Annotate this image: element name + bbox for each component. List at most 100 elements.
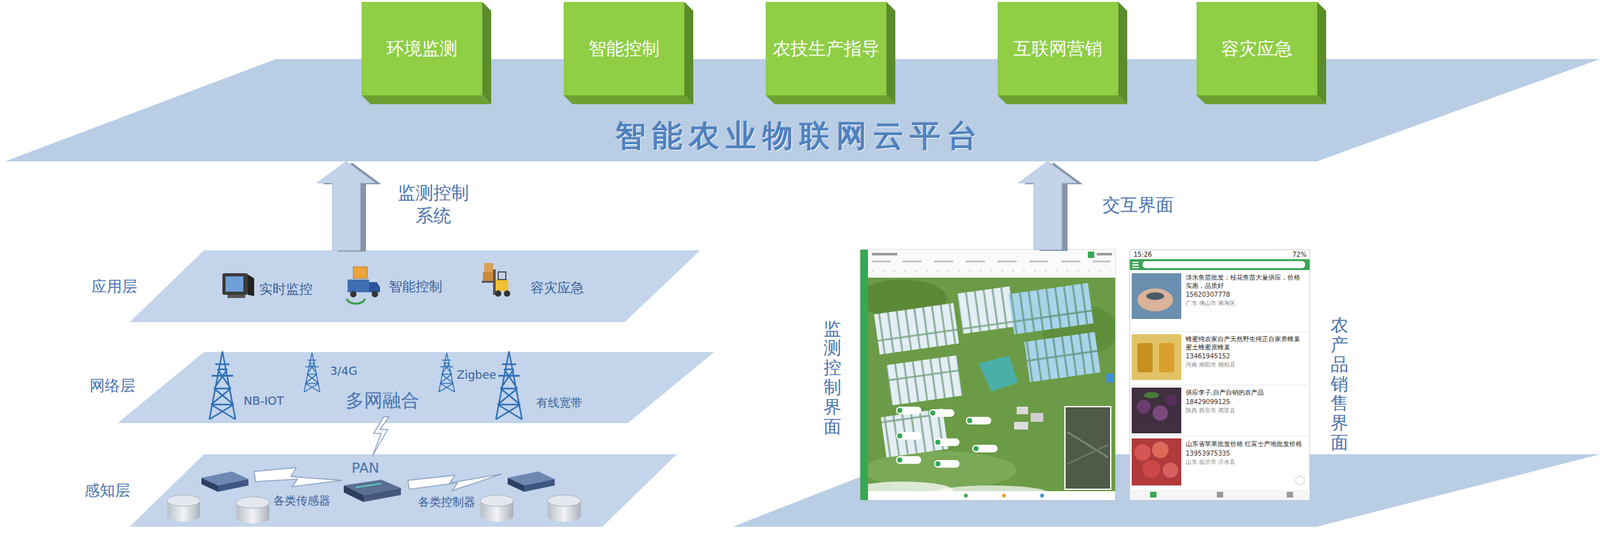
label-text-holder: 多网融合 — [345, 388, 420, 414]
label-text-holder: 供应李子,自产自销的农产品 — [1185, 388, 1306, 398]
delivery-icon — [350, 291, 357, 298]
box-face — [361, 1, 483, 96]
phone-screen — [1131, 334, 1182, 380]
label-text: 容灾应急 — [530, 278, 584, 297]
monitor-screen — [886, 355, 963, 406]
phone-screen — [1137, 288, 1173, 312]
arrow-body — [1018, 161, 1078, 250]
monitor-screen — [897, 433, 903, 439]
layer-shape — [88, 352, 715, 424]
label-text-holder: 广东 佛山市 南海区 — [1185, 299, 1236, 308]
box-face — [563, 1, 685, 96]
phone-screen — [1143, 392, 1160, 399]
monitor-screen — [895, 456, 922, 464]
box-bottom — [997, 95, 1128, 105]
layer-plane — [129, 250, 701, 323]
monitor-icon — [222, 273, 248, 295]
green-node: 环境监测 — [361, 1, 492, 105]
label-text: 13953975335 — [1185, 449, 1231, 457]
box-bottom — [1196, 95, 1327, 105]
monitor-screen — [934, 485, 1049, 492]
label-text-holder: 18429099125 — [1185, 398, 1231, 406]
layer-node: 感知层 — [82, 454, 677, 527]
label-text-holder: 3/4G — [330, 364, 358, 378]
screen-node: 农产品销售界面 — [1127, 249, 1360, 502]
monitor-screen — [965, 416, 992, 425]
phone-screen — [1131, 331, 1308, 333]
label-text-holder: 各类控制器 — [418, 494, 476, 510]
box-side — [886, 1, 896, 105]
box-face — [997, 1, 1119, 96]
monitor-screen — [1064, 406, 1111, 490]
monitor-icon — [227, 294, 246, 299]
label-text: 13461945152 — [1185, 352, 1231, 360]
label-text-holder: 容灾应急 — [530, 278, 584, 297]
box-side — [482, 1, 492, 105]
green-node: 农技生产指导 — [765, 1, 896, 105]
label-text: 有线宽带 — [536, 395, 583, 411]
forklift-icon — [503, 290, 511, 297]
label-text-holder: 各类传感器 — [273, 493, 331, 509]
monitor-screen — [997, 260, 1017, 263]
monitor-screen — [973, 446, 979, 452]
sensor-cylinder — [547, 494, 581, 507]
phone-screen — [1129, 249, 1310, 501]
label-text: 供应李子,自产自销的农产品 — [1185, 388, 1306, 398]
band-plane — [5, 59, 1600, 162]
label-text: 河南 南阳市 桐柏县 — [1185, 360, 1236, 370]
box-bottom — [765, 95, 896, 105]
screen-caption: 监测控制界面 — [823, 319, 842, 438]
monitor-screen — [1040, 493, 1045, 498]
monitor-screen — [1029, 260, 1049, 263]
label-text: 陕西 西安市 周至县 — [1185, 406, 1236, 415]
layer-name: 网络层 — [89, 375, 136, 396]
monitor-screen — [871, 252, 898, 256]
box-title-holder: 容灾应急 — [1221, 36, 1293, 62]
phone-screen — [1286, 491, 1294, 498]
phone-screen — [1132, 264, 1139, 266]
label-text-holder: 15:26 — [1133, 250, 1153, 258]
box-bottom — [361, 95, 492, 105]
delivery-icon — [353, 266, 368, 279]
monitor-screen — [897, 407, 979, 467]
box-face — [765, 1, 887, 96]
monitor-screen — [963, 493, 968, 498]
layer-plane — [117, 352, 715, 424]
monitor-screen — [965, 260, 985, 263]
label-text: 智能控制 — [388, 277, 443, 296]
label-text-holder: 智能控制 — [388, 277, 443, 296]
label-text-holder: 山东省苹果批发价格 红富士产地批发价格 — [1185, 440, 1306, 449]
monitor-screen — [874, 303, 960, 355]
box-title-holder: 互联网营销 — [1013, 36, 1103, 62]
phone-screen — [1216, 491, 1224, 498]
phone-screen — [1152, 441, 1169, 459]
pan-hub — [355, 483, 382, 488]
label-text-holder: 蜂蜜纯农家自产天然野生纯正自家养蜂巢蜜土蜂蜜原蜂巢 — [1185, 335, 1306, 352]
layer-shape — [82, 454, 677, 527]
label-text-holder: 淡水鱼苗批发；桂花鱼苗大量供应，价格实惠，品质好 — [1185, 273, 1306, 290]
phone-screen — [1129, 259, 1310, 271]
box-title-holder: 智能控制 — [588, 36, 660, 62]
box-side — [684, 1, 694, 105]
phone-screen — [1295, 475, 1305, 485]
label-text: 72% — [1292, 250, 1307, 258]
monitor-screen — [1016, 406, 1029, 415]
layer-node: 网络层 — [88, 352, 715, 424]
label-text-holder: NB-IOT — [244, 393, 285, 408]
label-text-holder: 陕西 西安市 周至县 — [1185, 406, 1236, 415]
delivery-icon — [371, 291, 379, 298]
phone-screen — [1132, 266, 1139, 269]
box-title-holder: 环境监测 — [386, 36, 458, 62]
label-text-holder: 13953975335 — [1185, 449, 1231, 457]
phone-screen — [1159, 343, 1175, 373]
label-text: Zigbee — [456, 367, 497, 382]
label-text-holder: 实时监控 — [259, 280, 313, 299]
phone-screen — [1142, 261, 1306, 269]
monitor-screen — [871, 260, 891, 263]
edge-label-holder: 交互界面 — [1099, 193, 1177, 217]
forklift-icon — [494, 290, 502, 297]
monitor-screen — [1092, 260, 1111, 263]
sensor-cylinder — [236, 496, 270, 509]
box-title-holder: 农技生产指导 — [772, 36, 880, 62]
monitor-screen — [897, 457, 903, 463]
